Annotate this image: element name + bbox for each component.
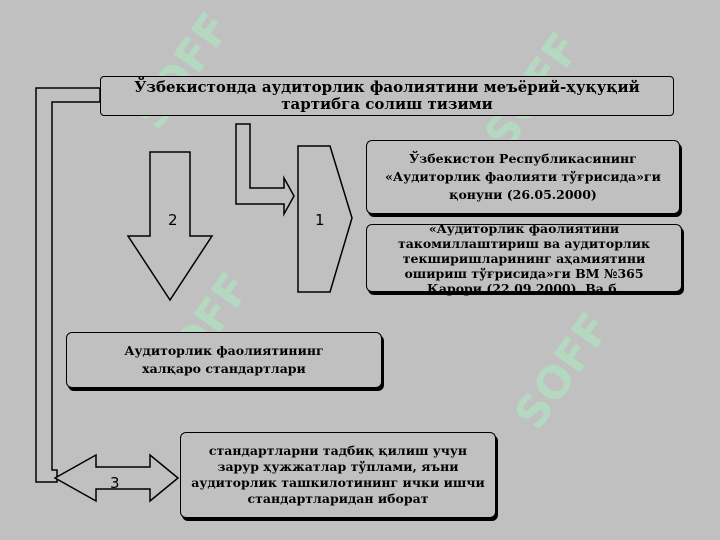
international-standards-box: Аудиторлик фаолиятининг халқаро стандарт…	[66, 332, 382, 388]
double-arrow-3	[53, 453, 180, 503]
down-arrow-2	[126, 151, 214, 302]
step-number-1: 1	[315, 211, 325, 229]
left-bracket-connector	[35, 87, 101, 483]
internal-standards-box: стандартларни тадбиқ қилиш учун зарур ҳу…	[180, 432, 496, 518]
chevron-1-shape	[297, 145, 353, 293]
bent-arrow-to-1	[235, 123, 295, 217]
system-title-box: Ўзбекистонда аудиторлик фаолиятини меъёр…	[100, 76, 674, 116]
watermark-4: SOFF	[505, 304, 621, 439]
cabinet-resolution-box: «Аудиторлик фаолиятини такомиллаштириш в…	[366, 221, 682, 296]
step-number-3: 3	[110, 474, 120, 492]
watermark-1: SOFF	[125, 4, 241, 139]
audit-law-box: Ўзбекистон Республикасининг «Аудиторлик …	[366, 140, 680, 214]
step-number-2: 2	[168, 211, 178, 229]
